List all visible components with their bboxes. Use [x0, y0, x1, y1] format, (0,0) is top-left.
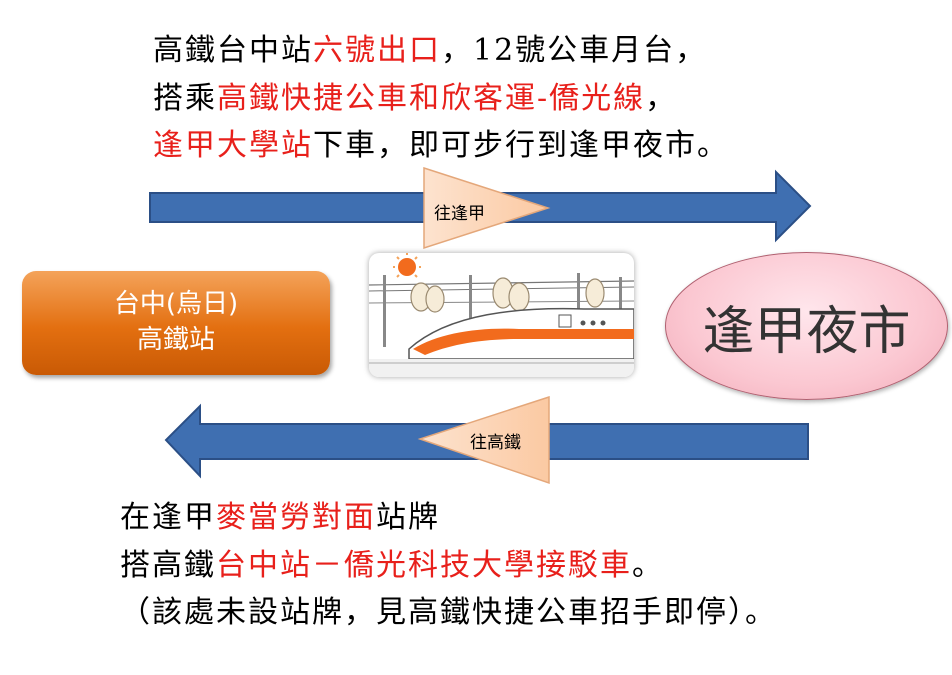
hsr-station-box: 台中(烏日) 高鐵站 [22, 271, 330, 375]
arrow-label-to-fengjia: 往逢甲 [434, 204, 485, 224]
text-segment: 下車，即可步行到逢甲夜市。 [313, 128, 729, 163]
text-segment: 高鐵台中站 [153, 33, 313, 68]
arrow-label-to-hsr: 往高鐵 [470, 433, 521, 453]
arrow-label-shape-down [417, 395, 550, 485]
station-name-line-2: 高鐵站 [136, 325, 215, 355]
text-segment-highlight: 台中站－僑光科技大學接駁車 [216, 548, 632, 583]
text-segment: ， [645, 81, 678, 116]
arrow-label-shape-up [423, 166, 551, 250]
text-segment-highlight: 逢甲大學站 [153, 128, 313, 163]
text-segment: 搭高鐵 [120, 548, 216, 583]
fengjia-night-market-ellipse: 逢甲夜市 [665, 252, 948, 400]
text-segment: 在逢甲 [120, 500, 216, 535]
station-name-line-1: 台中(烏日) [113, 289, 239, 319]
text-segment: （該處未設站牌，見高鐵快捷公車招手即停）。 [120, 595, 777, 630]
bottom-instruction-line-1: 在逢甲麥當勞對面站牌 [120, 503, 440, 533]
text-segment: 。 [632, 548, 664, 583]
top-instruction-line-3: 逢甲大學站下車，即可步行到逢甲夜市。 [153, 131, 729, 161]
top-instruction-line-2: 搭乘高鐵快捷公車和欣客運-僑光線， [153, 84, 677, 114]
text-segment: ，12號公車月台， [441, 33, 708, 68]
text-segment-highlight: 麥當勞對面 [216, 500, 376, 535]
bottom-instruction-line-2: 搭高鐵台中站－僑光科技大學接駁車。 [120, 551, 664, 581]
text-segment: 站牌 [376, 500, 440, 535]
text-segment-highlight: 高鐵快捷公車和欣客運-僑光線 [217, 81, 646, 116]
bottom-instruction-line-3: （該處未設站牌，見高鐵快捷公車招手即停）。 [120, 598, 777, 628]
text-segment-highlight: 六號出口 [313, 33, 441, 68]
text-segment: 搭乘 [153, 81, 217, 116]
high-speed-train-illustration-icon [369, 253, 634, 377]
top-instruction-line-1: 高鐵台中站六號出口，12號公車月台， [153, 36, 707, 66]
destination-label: 逢甲夜市 [702, 301, 911, 362]
